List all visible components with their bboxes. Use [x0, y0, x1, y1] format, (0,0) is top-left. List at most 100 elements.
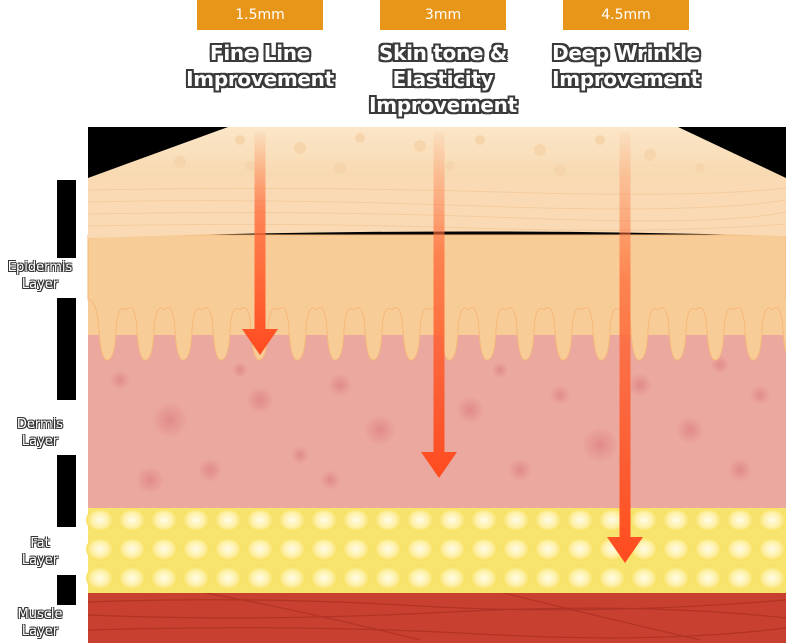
fat-cell	[470, 508, 498, 532]
fat-cell	[374, 566, 402, 590]
label-line: Muscle	[17, 607, 63, 622]
fat-cell	[86, 566, 114, 590]
fat-cell	[694, 537, 722, 561]
caption-fine-line: Fine Line Improvement	[160, 40, 360, 92]
dermis-spot	[110, 370, 130, 390]
fat-cell	[118, 566, 146, 590]
label-line: Layer	[21, 624, 59, 639]
dermis-spot	[198, 458, 222, 482]
fat-cell	[758, 508, 786, 532]
fat-cell	[150, 537, 178, 561]
dermis-layer-label: Dermis Layer	[0, 416, 80, 450]
label-line: Dermis	[16, 417, 64, 432]
fat-cell	[758, 537, 786, 561]
layer-bar-epidermis-top	[57, 180, 76, 258]
label-line: Epidermis	[7, 260, 73, 275]
fat-cell	[598, 566, 626, 590]
dermis-spot	[582, 427, 618, 463]
fat-cell	[694, 566, 722, 590]
fat-cell	[278, 537, 306, 561]
dermis-spot	[152, 402, 188, 438]
fat-cell	[342, 508, 370, 532]
fat-cell	[630, 566, 658, 590]
caption-line: Improvement	[186, 67, 334, 91]
fat-cell	[470, 566, 498, 590]
fat-cell	[534, 566, 562, 590]
fat-cell	[310, 508, 338, 532]
fat-cell	[246, 566, 274, 590]
caption-deep-wrinkle: Deep Wrinkle Improvement	[526, 40, 726, 92]
caption-skin-tone: Skin tone & Elasticity Improvement	[343, 40, 543, 118]
fat-cell	[534, 508, 562, 532]
fat-cell	[406, 508, 434, 532]
fat-cell	[502, 508, 530, 532]
dermis-spot	[676, 416, 704, 444]
dermis-spot	[364, 414, 396, 446]
muscle-layer-label: Muscle Layer	[0, 606, 80, 640]
fat-cell	[758, 566, 786, 590]
fat-cell	[438, 566, 466, 590]
caption-line: Skin tone &	[379, 41, 507, 65]
fat-cell	[566, 508, 594, 532]
fat-cell	[438, 537, 466, 561]
depth-badge-1-5mm: 1.5mm	[197, 0, 323, 30]
arrow-1-5mm	[242, 132, 278, 355]
fat-cell	[342, 537, 370, 561]
fat-cell	[278, 566, 306, 590]
fat-cell	[182, 508, 210, 532]
arrow-3mm	[421, 132, 457, 478]
fat-cell	[310, 537, 338, 561]
layer-bar-dermis	[57, 455, 76, 527]
fat-cell	[214, 537, 242, 561]
caption-line: Deep Wrinkle	[552, 41, 700, 65]
fat-cell	[694, 508, 722, 532]
fat-cell	[246, 508, 274, 532]
label-line: Layer	[21, 553, 59, 568]
caption-line: Improvement	[552, 67, 700, 91]
fat-layer-label: Fat Layer	[0, 535, 80, 569]
dermis-spot	[291, 446, 309, 464]
fat-cell	[502, 537, 530, 561]
fat-cell	[406, 566, 434, 590]
label-line: Layer	[21, 277, 59, 292]
fat-cell	[246, 537, 274, 561]
dermis-spot	[136, 466, 164, 494]
fat-cell	[118, 508, 146, 532]
dermis-spot	[550, 385, 570, 405]
fat-cell	[406, 537, 434, 561]
fat-cell	[662, 537, 690, 561]
fat-cell	[566, 566, 594, 590]
dermis-spot	[492, 362, 508, 378]
dermis-spot	[246, 386, 274, 414]
fat-cell	[502, 566, 530, 590]
fat-cell	[214, 566, 242, 590]
fat-cell	[150, 508, 178, 532]
arrow-4-5mm	[607, 132, 643, 563]
dermis-spot	[508, 458, 532, 482]
fat-cell	[118, 537, 146, 561]
dermis-spot	[456, 396, 484, 424]
dermis-spot	[320, 470, 340, 490]
fat-cell	[470, 537, 498, 561]
dermis-spot	[328, 373, 352, 397]
fat-cell	[438, 508, 466, 532]
label-line: Fat	[30, 536, 50, 551]
caption-line: Fine Line	[210, 41, 310, 65]
dermis-spot	[728, 458, 752, 482]
fat-cell	[342, 566, 370, 590]
caption-line: Improvement	[369, 93, 517, 117]
fat-cell	[726, 508, 754, 532]
fat-cell	[86, 537, 114, 561]
fat-cell	[662, 566, 690, 590]
muscle-layer	[88, 590, 786, 643]
fat-cell	[726, 537, 754, 561]
layer-bar-epidermis-bottom	[57, 298, 76, 400]
depth-badge-3mm: 3mm	[380, 0, 506, 30]
fat-cell	[630, 508, 658, 532]
fat-cell	[214, 508, 242, 532]
fat-cell	[374, 537, 402, 561]
dermis-spot	[232, 362, 248, 378]
fat-cell	[534, 537, 562, 561]
fat-cell	[182, 566, 210, 590]
fat-cell	[86, 508, 114, 532]
